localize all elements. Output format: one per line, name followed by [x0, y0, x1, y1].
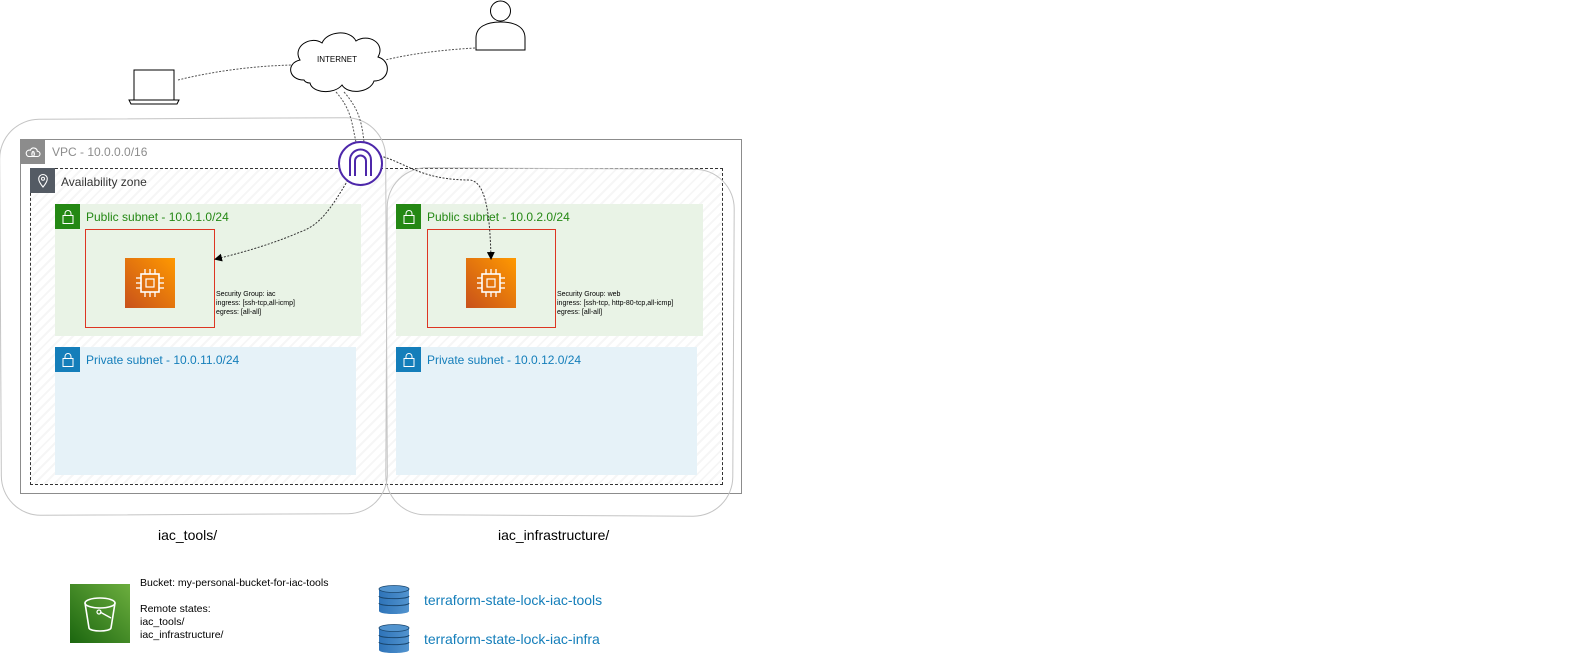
private-subnet-left [55, 347, 356, 475]
dynamodb-lock-iac-infra-label: terraform-state-lock-iac-infra [424, 631, 600, 647]
vpc-cloud-icon [20, 139, 45, 164]
igw-to-left-instance-link [214, 179, 349, 262]
security-group-right-rules: Security Group: web ingress: [ssh-tcp, h… [557, 291, 674, 316]
laptop-internet-link [177, 64, 294, 81]
private-subnet-right-label: Private subnet - 10.0.12.0/24 [427, 353, 582, 367]
user-icon [474, 0, 527, 52]
security-group-left-rules: Security Group: iac ingress: [ssh-tcp,al… [216, 291, 295, 316]
laptop-icon [128, 68, 180, 106]
vpc-container [20, 139, 742, 494]
ec2-instance-icon [466, 258, 516, 308]
private-subnet-left-label: Private subnet - 10.0.11.0/24 [86, 353, 240, 367]
internet-gateway-link [343, 91, 365, 143]
dynamodb-lock-iac-tools-label: terraform-state-lock-iac-tools [424, 592, 603, 608]
vpc-label: VPC - 10.0.0.0/16 [52, 145, 148, 159]
igw-to-right-instance-link [379, 155, 495, 260]
internet-gateway-link [335, 91, 357, 143]
lock-icon [396, 204, 421, 229]
ec2-instance-icon [125, 258, 175, 308]
location-pin-icon [30, 168, 55, 193]
iac-tools-label: iac_tools/ [158, 527, 218, 543]
iac-infrastructure-label: iac_infrastructure/ [498, 527, 610, 543]
public-subnet-left [55, 204, 361, 336]
cloud-icon [282, 25, 394, 97]
internet-label: INTERNET [317, 55, 357, 64]
security-group-right [427, 229, 556, 328]
dynamodb-table-icon [378, 584, 410, 616]
public-subnet-left-label: Public subnet - 10.0.1.0/24 [86, 210, 229, 224]
availability-zone-label: Availability zone [61, 175, 147, 189]
private-subnet-right [396, 347, 697, 475]
remote-state-iac-tools: iac_tools/ [140, 616, 185, 628]
security-group-left [85, 229, 215, 328]
bucket-name: Bucket: my-personal-bucket-for-iac-tools [140, 577, 329, 589]
s3-bucket-icon [70, 584, 130, 643]
dynamodb-table-icon [378, 623, 410, 655]
public-subnet-right [396, 204, 703, 336]
internet-gateway-icon [337, 140, 384, 187]
lock-icon [55, 347, 80, 372]
remote-states-heading: Remote states: [140, 603, 211, 615]
remote-state-iac-infrastructure: iac_infrastructure/ [140, 629, 224, 641]
user-internet-link [384, 47, 476, 61]
lock-icon [396, 347, 421, 372]
public-subnet-right-label: Public subnet - 10.0.2.0/24 [427, 210, 570, 224]
lock-icon [55, 204, 80, 229]
